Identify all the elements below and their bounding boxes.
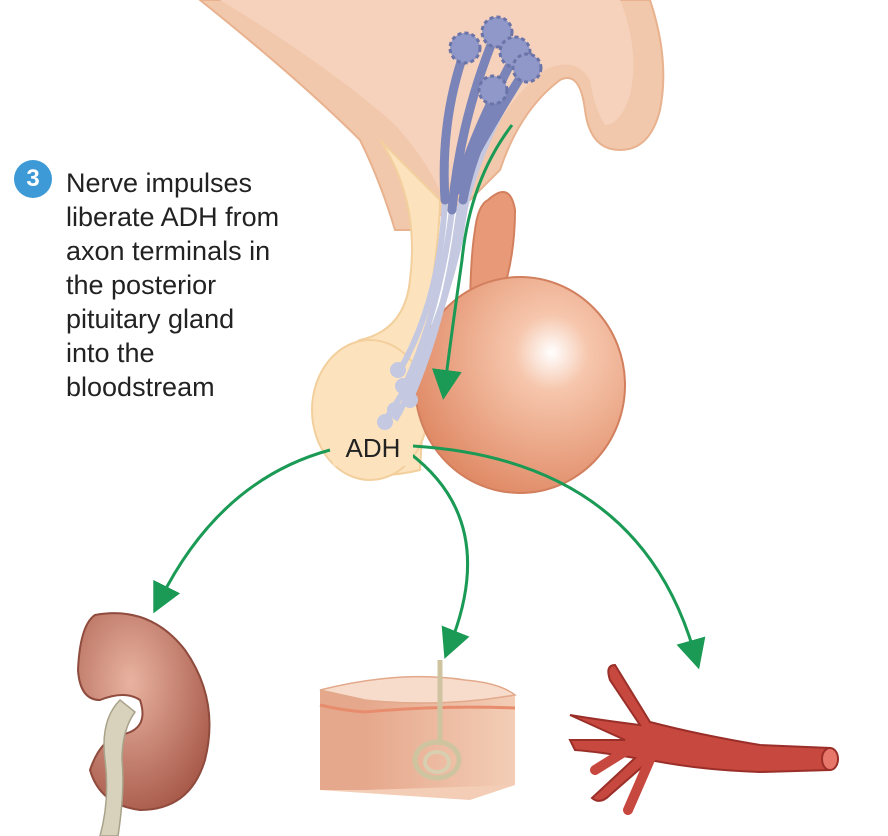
adh-label: ADH (333, 430, 413, 466)
arrow-to-kidney (160, 450, 330, 600)
kidney-icon (78, 613, 210, 836)
skin-sweat-gland-icon (320, 660, 515, 800)
step-number-badge: 3 (14, 160, 52, 198)
step-description: Nerve impulses liberate ADH from axon te… (66, 166, 366, 404)
arteriole-icon (570, 665, 838, 810)
arrow-to-sweat-gland (408, 452, 468, 645)
